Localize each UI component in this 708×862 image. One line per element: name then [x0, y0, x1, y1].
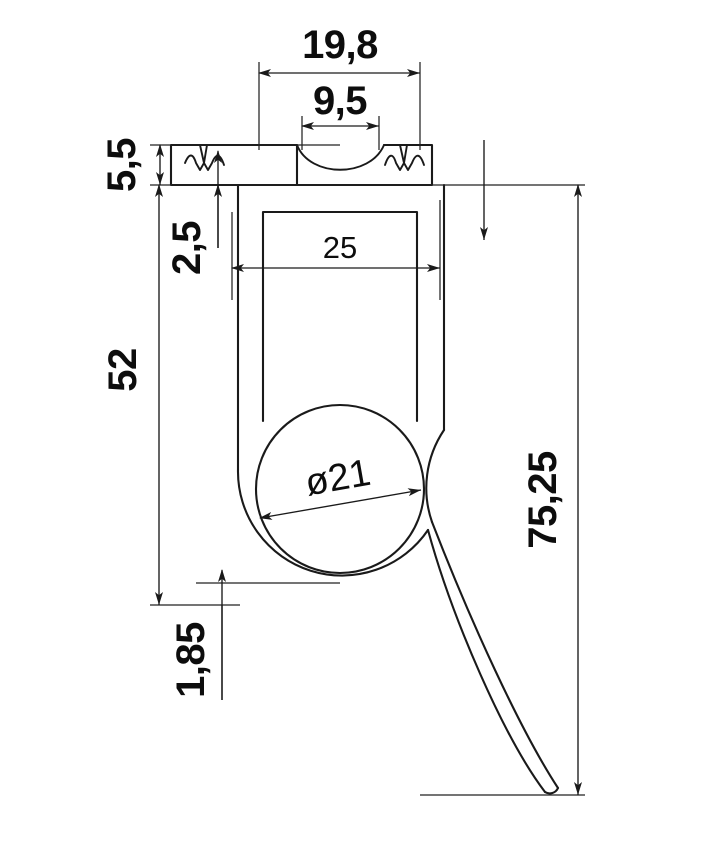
dimension-labels: 19,8 9,5 25 5,5 2,5 52 1,85 75,25 ø21 [100, 23, 565, 698]
label-body-height: 52 [101, 348, 145, 392]
profile-geometry [169, 143, 560, 795]
right-serration-detail [384, 154, 425, 171]
label-foot-offset: 1,85 [169, 622, 213, 698]
center-dome-arc [296, 144, 385, 171]
left-flange-outline [169, 143, 299, 187]
extension-lines [150, 62, 585, 796]
left-notch-detail [199, 144, 208, 164]
label-body-inner-width: 25 [323, 230, 357, 265]
inner-cavity-rect [261, 210, 419, 423]
bore-circle-outer-left [236, 468, 430, 577]
label-top-inner-width: 9,5 [313, 79, 367, 123]
label-flange-offset: 2,5 [165, 221, 209, 275]
label-top-overall-width: 19,8 [302, 23, 378, 67]
tail-tip-round [543, 786, 560, 795]
tail-lip-outer [430, 520, 560, 790]
bore-circle-outer-right [425, 428, 446, 524]
dimension-lines [155, 69, 582, 795]
right-notch-detail [399, 144, 408, 164]
label-flange-thickness: 5,5 [100, 138, 144, 192]
tail-lip-inner [426, 528, 547, 794]
label-overall-height: 75,25 [521, 451, 565, 549]
bore-circle-inner [254, 403, 426, 575]
dimline-dia21 [259, 488, 422, 520]
label-bore-diameter: ø21 [302, 452, 374, 505]
